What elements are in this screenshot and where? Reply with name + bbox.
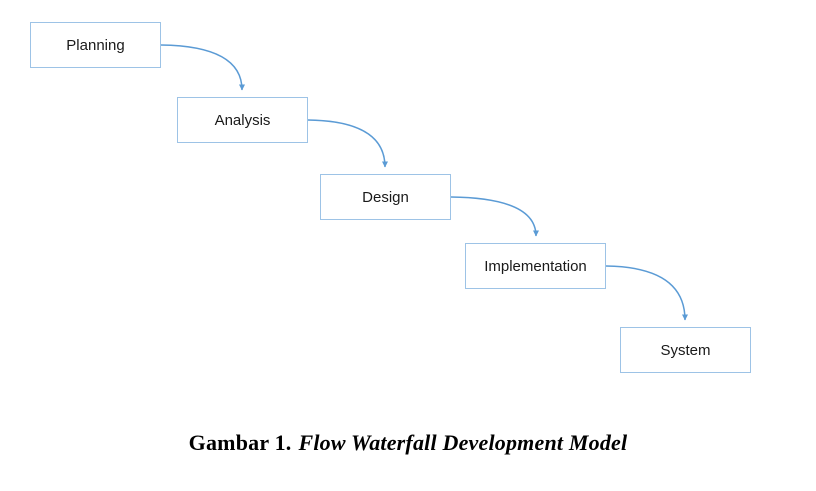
arrow-planning-to-analysis	[160, 44, 245, 91]
node-analysis: Analysis	[177, 97, 308, 143]
node-system: System	[620, 327, 751, 373]
node-implementation: Implementation	[465, 243, 606, 289]
node-label: System	[660, 341, 711, 359]
caption-title: Flow Waterfall Development Model	[298, 430, 628, 455]
node-label: Analysis	[214, 111, 271, 129]
arrow-implementation-to-system	[605, 265, 688, 321]
node-label: Implementation	[484, 257, 587, 275]
node-label: Design	[362, 188, 409, 206]
arrow-analysis-to-design	[307, 119, 388, 168]
node-design: Design	[320, 174, 451, 220]
caption-prefix: Gambar 1.	[188, 430, 292, 455]
node-planning: Planning	[30, 22, 161, 68]
node-label: Planning	[66, 36, 125, 54]
arrow-design-to-implementation	[450, 196, 539, 237]
figure-caption: Gambar 1.Flow Waterfall Development Mode…	[0, 430, 816, 456]
